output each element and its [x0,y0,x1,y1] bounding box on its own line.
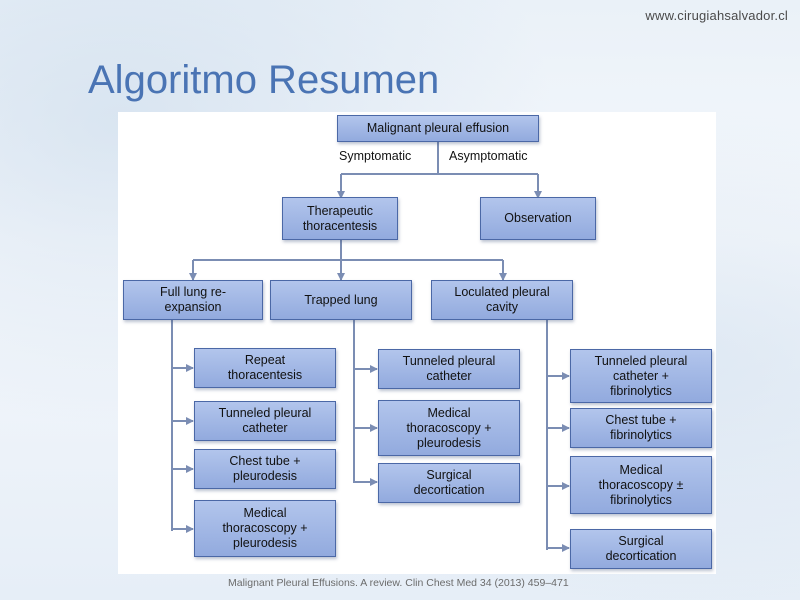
node-full-lung-option: Tunneled pleural catheter [194,401,336,441]
node-loculated-option: Chest tube + fibrinolytics [570,408,712,448]
node-observation: Observation [480,197,596,240]
node-trapped-lung-option: Tunneled pleural catheter [378,349,520,389]
node-full-lung-option: Repeat thoracentesis [194,348,336,388]
label-symptomatic: Symptomatic [339,149,412,163]
slide-title: Algoritmo Resumen [88,58,440,102]
node-loculated-option: Tunneled pleural catheter + fibrinolytic… [570,349,712,403]
website-url[interactable]: www.cirugiahsalvador.cl [645,8,788,23]
node-full-lung-option: Medical thoracoscopy + pleurodesis [194,500,336,557]
node-malignant-pleural-effusion: Malignant pleural effusion [337,115,539,142]
node-therapeutic-thoracentesis: Therapeutic thoracentesis [282,197,398,240]
label-asymptomatic: Asymptomatic [449,149,528,163]
node-loculated-option: Medical thoracoscopy ± fibrinolytics [570,456,712,514]
node-loculated-pleural-cavity: Loculated pleural cavity [431,280,573,320]
node-loculated-option: Surgical decortication [570,529,712,569]
node-trapped-lung-option: Surgical decortication [378,463,520,503]
node-full-lung-reexpansion: Full lung re- expansion [123,280,263,320]
node-trapped-lung-option: Medical thoracoscopy + pleurodesis [378,400,520,456]
node-full-lung-option: Chest tube + pleurodesis [194,449,336,489]
citation-reference: Malignant Pleural Effusions. A review. C… [228,577,569,589]
node-trapped-lung: Trapped lung [270,280,412,320]
